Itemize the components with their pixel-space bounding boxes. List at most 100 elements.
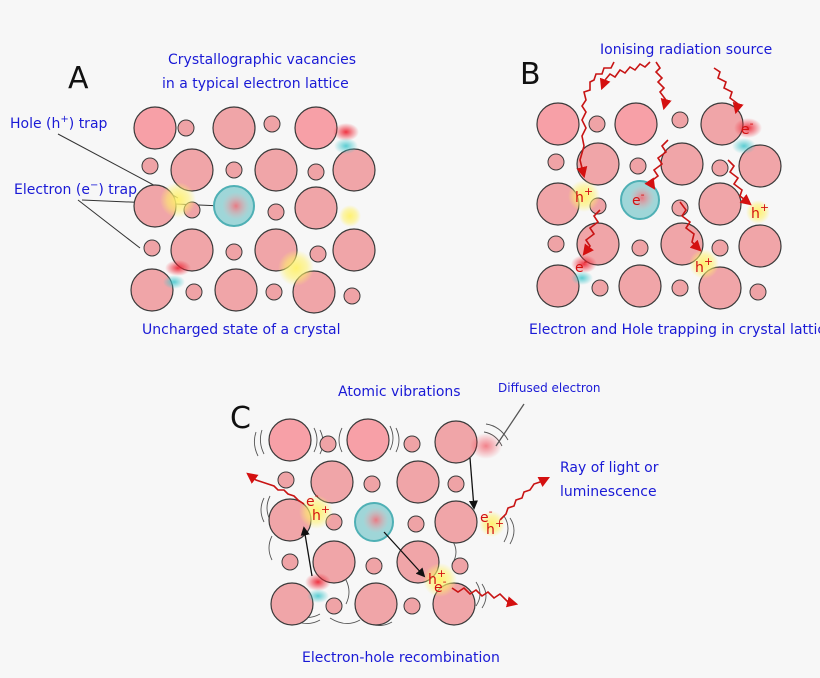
electron-trap-glow <box>363 507 389 533</box>
vibration-arc <box>389 425 394 451</box>
atom <box>133 106 177 150</box>
electron-label: e- <box>632 188 645 209</box>
diffused-electron-cloud <box>470 433 502 459</box>
recombination-glow <box>479 511 505 537</box>
radiation-ray <box>582 209 601 256</box>
electron-trap-glow <box>222 192 250 220</box>
atom <box>212 106 256 150</box>
panel-a-title-line1: Crystallographic vacancies <box>168 52 356 68</box>
atom <box>434 420 478 464</box>
atom <box>536 264 580 308</box>
vibration-arc <box>260 497 265 523</box>
hole-label: h+ <box>695 255 713 276</box>
atom <box>618 264 662 308</box>
atom-small <box>309 245 327 263</box>
atom-small <box>319 435 337 453</box>
vibration-arc <box>338 427 343 453</box>
atom <box>346 418 390 462</box>
cyan-defect <box>163 275 185 289</box>
radiation-ray <box>713 67 744 115</box>
panel-a-title-line2: in a typical electron lattice <box>162 76 349 92</box>
atom <box>396 460 440 504</box>
panel-b: B Ionising radiation source <box>520 42 820 338</box>
atom-small <box>225 243 243 261</box>
radiation-rays <box>576 61 752 256</box>
atom-small <box>185 283 203 301</box>
movement-arrows <box>300 403 525 578</box>
electron-label: e- <box>306 489 319 510</box>
atom <box>698 182 742 226</box>
electron-label: e- <box>480 505 493 526</box>
hole-trap-glow <box>278 250 314 286</box>
atom <box>660 142 704 186</box>
vibration-arc <box>503 515 509 543</box>
atom-small <box>588 115 606 133</box>
atom-small <box>403 435 421 453</box>
atom-small <box>325 597 343 615</box>
cyan-defect <box>334 138 358 154</box>
atom-small <box>711 159 729 177</box>
atom <box>332 148 376 192</box>
hole-trap-glow <box>568 180 600 212</box>
panel-c-title: Atomic vibrations <box>338 384 461 400</box>
atom-small <box>267 203 285 221</box>
atom-small <box>141 157 159 175</box>
ray-label-line1: Ray of light or <box>560 460 659 476</box>
vibration-arc <box>313 427 318 453</box>
panel-a-letter: A <box>68 61 89 96</box>
atom <box>354 582 398 626</box>
radiation-ray <box>654 61 672 111</box>
electron-trap-glow <box>629 185 655 211</box>
recombination-glow <box>423 563 457 597</box>
panel-c: C Atomic vibrations Diffused electron Ra… <box>230 381 659 666</box>
hole-label: h+ <box>575 185 593 206</box>
light-ray <box>246 472 305 505</box>
vibration-arc <box>329 617 361 624</box>
atom <box>294 106 338 150</box>
atom-small <box>547 153 565 171</box>
atom-small <box>265 283 283 301</box>
atom-small <box>277 471 295 489</box>
vibration-arc <box>268 535 273 561</box>
hole-trap-glow <box>160 182 196 218</box>
cyan-defect <box>732 138 756 154</box>
atom <box>434 500 478 544</box>
movement-arrow <box>383 531 426 578</box>
cyan-defect <box>307 589 329 603</box>
atom <box>214 268 258 312</box>
light-ray <box>499 476 551 521</box>
diffused-electron-leader <box>495 403 525 447</box>
atom <box>270 582 314 626</box>
atom <box>254 148 298 192</box>
atom-small <box>591 279 609 297</box>
movement-arrow <box>468 457 478 510</box>
atom-small <box>225 161 243 179</box>
vibration-arc <box>485 423 509 441</box>
atom-small <box>363 475 381 493</box>
atom <box>576 142 620 186</box>
vibration-arc <box>345 579 350 605</box>
atom <box>738 144 782 188</box>
vibration-arc <box>509 517 515 545</box>
red-defect <box>305 573 331 591</box>
atom-small <box>365 557 383 575</box>
panel-a-caption: Uncharged state of a crystal <box>142 322 341 338</box>
emitted-light-rays <box>246 472 551 608</box>
atom-small <box>631 239 649 257</box>
movement-arrow <box>300 526 313 577</box>
atom-small <box>263 115 281 133</box>
atom-small <box>671 279 689 297</box>
electron-trap-label: Electron (e−) trap <box>14 180 137 198</box>
electron-label: e- <box>741 117 754 138</box>
atom-small <box>629 157 647 175</box>
atom <box>268 418 312 462</box>
radiation-ray <box>599 61 651 91</box>
vibration-arc <box>259 429 265 455</box>
atom-small <box>343 287 361 305</box>
radiation-ray <box>679 201 702 252</box>
atom-small <box>407 515 425 533</box>
vibration-arc <box>253 431 259 457</box>
atom <box>738 224 782 268</box>
light-ray <box>451 586 519 608</box>
